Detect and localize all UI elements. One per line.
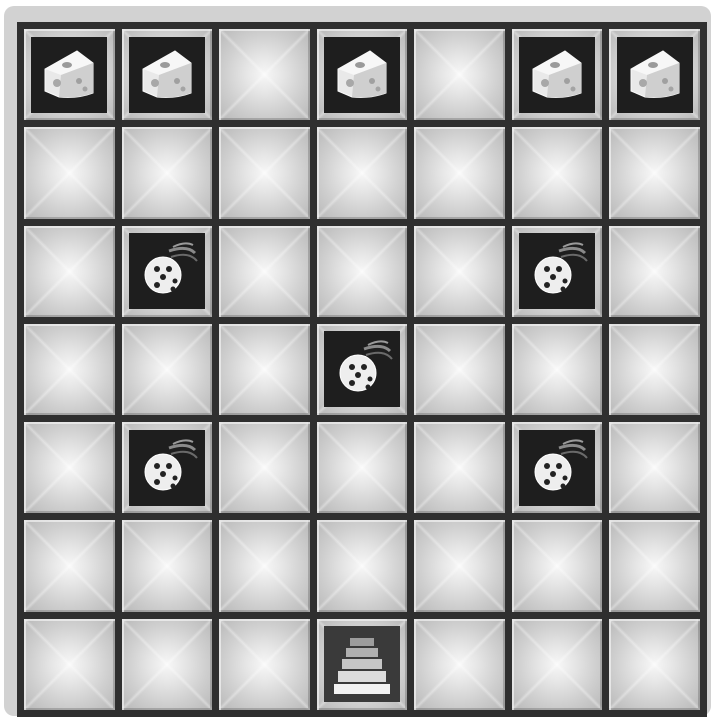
- board-cell[interactable]: [219, 29, 310, 120]
- board-cell[interactable]: [24, 127, 115, 218]
- board-cell[interactable]: [609, 226, 700, 317]
- stairs-icon: [324, 626, 400, 702]
- board-cell[interactable]: [219, 324, 310, 415]
- board-cell[interactable]: [609, 520, 700, 611]
- board-cell[interactable]: [317, 619, 408, 710]
- board-cell[interactable]: [512, 127, 603, 218]
- board-cell[interactable]: [512, 29, 603, 120]
- board-cell[interactable]: [317, 127, 408, 218]
- board-cell[interactable]: [609, 422, 700, 513]
- game-board-frame: [4, 6, 711, 716]
- board-cell[interactable]: [24, 520, 115, 611]
- flying-die-icon: [519, 233, 595, 309]
- cheese-icon: [617, 37, 693, 113]
- board-cell[interactable]: [414, 29, 505, 120]
- board-cell[interactable]: [414, 226, 505, 317]
- board-cell[interactable]: [512, 520, 603, 611]
- board-cell[interactable]: [24, 29, 115, 120]
- board-cell[interactable]: [414, 520, 505, 611]
- board-cell[interactable]: [609, 619, 700, 710]
- board-cell[interactable]: [122, 422, 213, 513]
- cheese-icon: [324, 37, 400, 113]
- board-cell[interactable]: [219, 226, 310, 317]
- board-cell[interactable]: [122, 226, 213, 317]
- board-cell[interactable]: [414, 127, 505, 218]
- board-cell[interactable]: [122, 619, 213, 710]
- board-cell[interactable]: [24, 619, 115, 710]
- board-cell[interactable]: [219, 520, 310, 611]
- board-cell[interactable]: [414, 422, 505, 513]
- board-cell[interactable]: [317, 29, 408, 120]
- board-cell[interactable]: [512, 422, 603, 513]
- board-cell[interactable]: [512, 619, 603, 710]
- cheese-icon: [129, 37, 205, 113]
- board-cell[interactable]: [122, 29, 213, 120]
- board-cell[interactable]: [609, 324, 700, 415]
- board-cell[interactable]: [609, 127, 700, 218]
- board-cell[interactable]: [24, 324, 115, 415]
- board-cell[interactable]: [414, 619, 505, 710]
- board-cell[interactable]: [122, 520, 213, 611]
- cheese-icon: [31, 37, 107, 113]
- flying-die-icon: [129, 233, 205, 309]
- board-cell[interactable]: [122, 127, 213, 218]
- cheese-icon: [519, 37, 595, 113]
- board-cell[interactable]: [24, 226, 115, 317]
- board-cell[interactable]: [317, 520, 408, 611]
- flying-die-icon: [129, 430, 205, 506]
- flying-die-icon: [324, 331, 400, 407]
- board-cell[interactable]: [317, 422, 408, 513]
- board-cell[interactable]: [317, 324, 408, 415]
- board-cell[interactable]: [24, 422, 115, 513]
- board-cell[interactable]: [317, 226, 408, 317]
- board-cell[interactable]: [219, 127, 310, 218]
- board-cell[interactable]: [414, 324, 505, 415]
- board-cell[interactable]: [122, 324, 213, 415]
- board-cell[interactable]: [609, 29, 700, 120]
- board-cell[interactable]: [219, 619, 310, 710]
- board-cell[interactable]: [512, 324, 603, 415]
- board-cell[interactable]: [512, 226, 603, 317]
- board-cell[interactable]: [219, 422, 310, 513]
- flying-die-icon: [519, 430, 595, 506]
- game-board-grid: [17, 22, 707, 717]
